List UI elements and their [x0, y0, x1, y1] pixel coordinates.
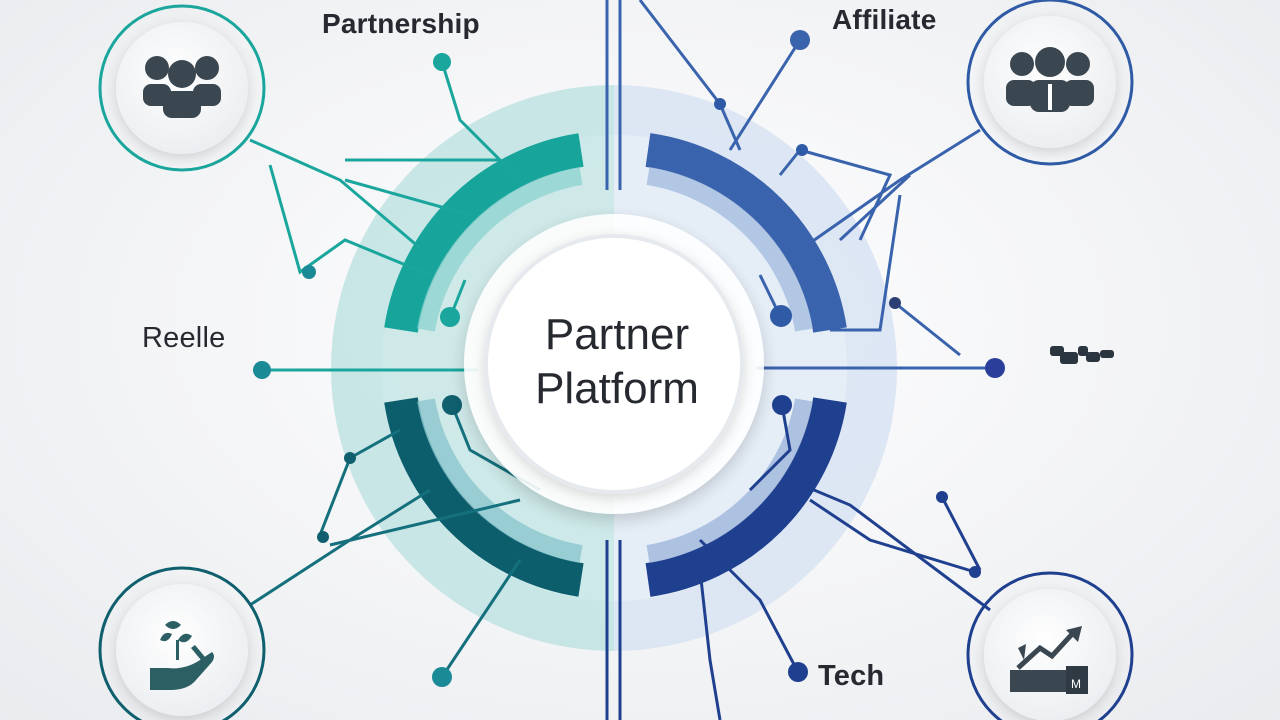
- label-tech: Tech: [818, 660, 885, 692]
- hand-plant-icon: [150, 621, 214, 690]
- ring-arc-top-left-inner: [417, 167, 583, 332]
- ring-arc-bottom-left-inner: [417, 398, 583, 563]
- ring-arc-top-left: [384, 133, 584, 333]
- partner-node-tech[interactable]: M: [966, 571, 1134, 720]
- people-group-icon: [143, 56, 221, 118]
- growth-chart-icon: M: [1010, 626, 1088, 694]
- center-title-line1: Partner: [544, 310, 690, 359]
- connector-dots: [253, 30, 1005, 687]
- ring-arc-bottom-right-inner: [646, 398, 813, 563]
- ring-arc-bottom-left: [384, 397, 584, 597]
- center-title: Partner Platform: [485, 308, 749, 416]
- connector-lines: [249, 0, 995, 720]
- ring-arc-top-right-inner: [646, 167, 813, 332]
- ring-arc-top-right: [645, 133, 847, 333]
- partner-node-affiliate[interactable]: [966, 0, 1134, 166]
- partner-node-partnership[interactable]: [98, 4, 266, 172]
- label-partnership: Partnership: [322, 8, 480, 39]
- quadrant-ring: [384, 133, 847, 597]
- business-team-icon: [1006, 47, 1094, 112]
- center-title-line2: Platform: [535, 364, 699, 413]
- blurred-glyph-icon: [1050, 346, 1114, 364]
- partner-node-hand-plant[interactable]: [98, 566, 266, 720]
- label-reelle: Reelle: [142, 322, 226, 354]
- svg-text:M: M: [1071, 677, 1081, 691]
- ring-arc-bottom-right: [645, 397, 847, 597]
- label-affiliate: Affiliate: [832, 4, 937, 35]
- center-node[interactable]: [464, 214, 764, 514]
